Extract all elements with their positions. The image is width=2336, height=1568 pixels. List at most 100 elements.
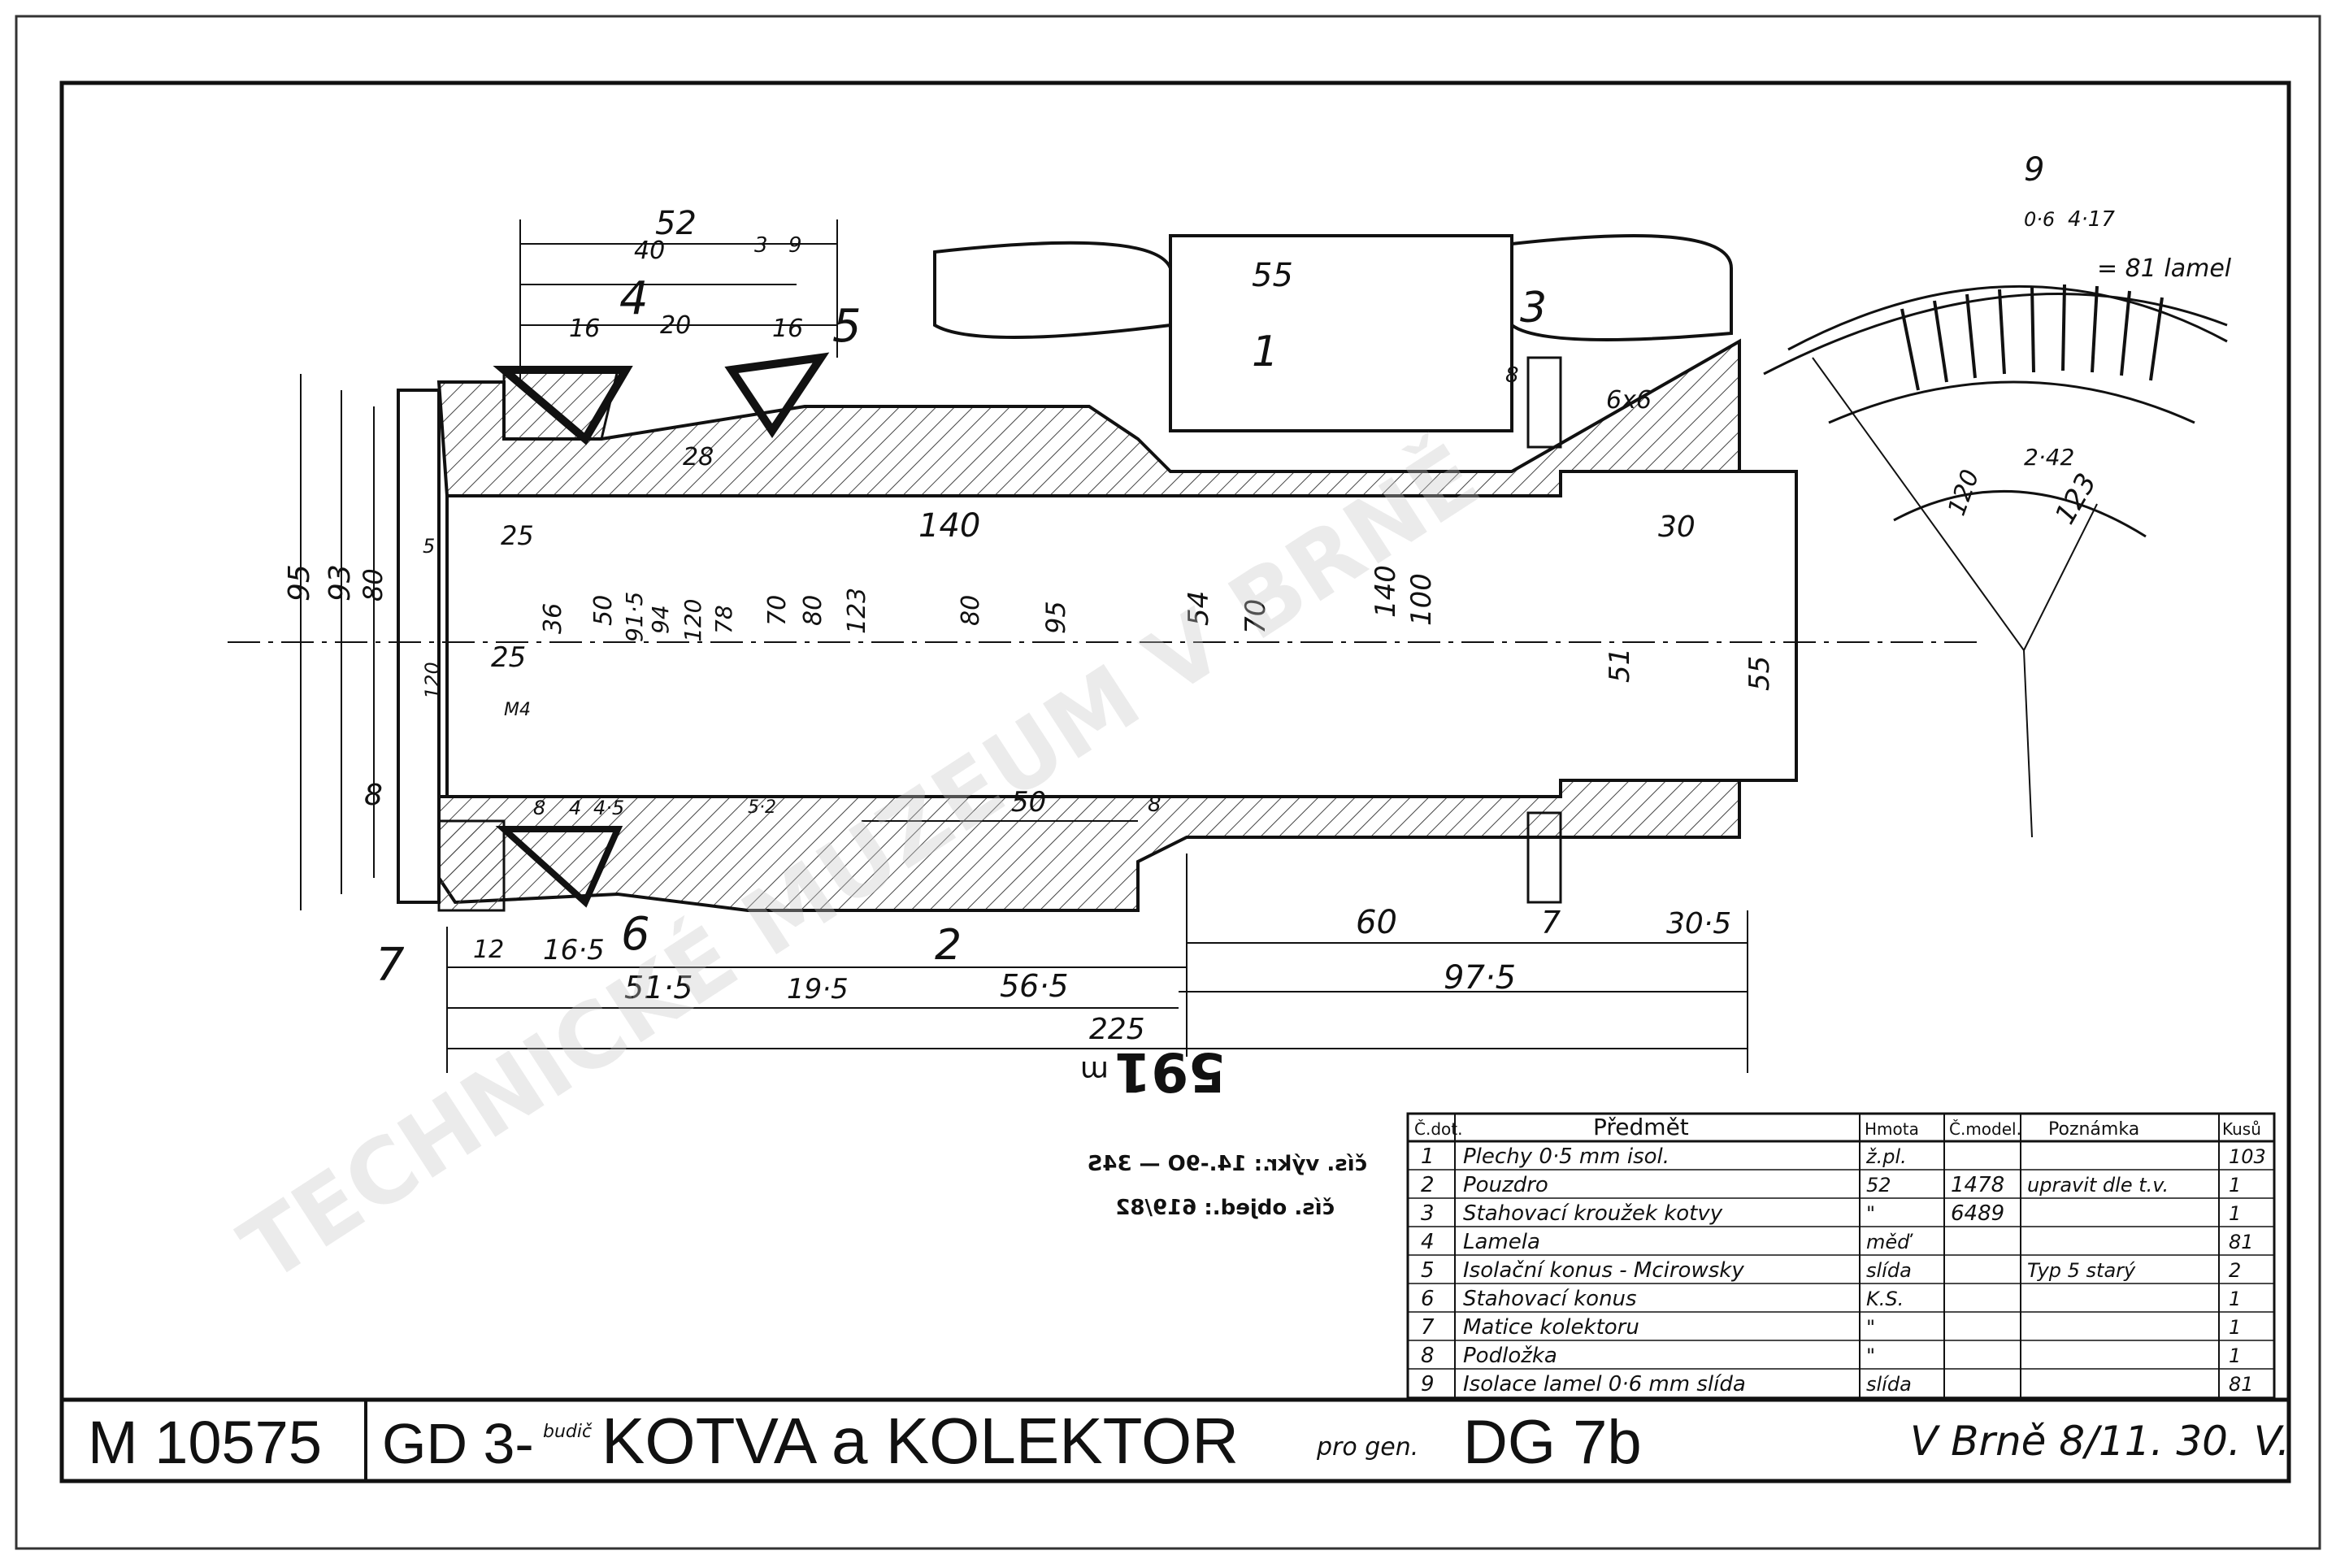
header-pos: Č.dot. bbox=[1414, 1119, 1462, 1139]
dimension-lines bbox=[300, 219, 1748, 1073]
title-pro: pro gen. bbox=[1316, 1433, 1418, 1462]
outer-border bbox=[15, 15, 2321, 1550]
dim-52: 52 bbox=[655, 205, 697, 242]
table-cell: Isolace lamel 0·6 mm slída bbox=[1463, 1372, 1746, 1396]
upper-body bbox=[436, 338, 1741, 497]
table-cell: Plechy 0·5 mm isol. bbox=[1463, 1145, 1670, 1169]
dim-8: 8 bbox=[1505, 363, 1519, 388]
table-cell: Stahovací kroužek kotvy bbox=[1463, 1201, 1723, 1226]
dim-b7: 7 bbox=[1541, 905, 1561, 940]
stamp-sub: m bbox=[1080, 1054, 1109, 1088]
dim-b195: 19·5 bbox=[787, 973, 849, 1006]
table-cell: Podložka bbox=[1463, 1344, 1557, 1368]
table-cell: slída bbox=[1866, 1373, 1912, 1396]
table-cell: 1 bbox=[2229, 1174, 2241, 1197]
dim-78: 78 bbox=[710, 605, 737, 634]
part-label-7: 7 bbox=[376, 939, 405, 992]
seg-dim-242: 2·42 bbox=[2024, 444, 2074, 471]
table-cell: 6489 bbox=[1951, 1201, 2004, 1226]
dim-25a: 25 bbox=[501, 520, 534, 551]
dim-5: 5 bbox=[423, 535, 435, 558]
dim-28: 28 bbox=[683, 443, 714, 471]
dim-20: 20 bbox=[660, 311, 691, 340]
dimension-texts: 52 40 3 9 16 20 16 55 28 25 140 30 95 93… bbox=[283, 205, 1776, 1046]
table-cell: 3 bbox=[1421, 1201, 1435, 1226]
table-cell: 2 bbox=[2229, 1259, 2241, 1282]
dim-8e: 8 bbox=[1148, 793, 1161, 817]
seg-label-9: 9 bbox=[2024, 151, 2044, 189]
segment-labels: 9 0·6 4·17 = 81 lamel 2·42 123 120 bbox=[1943, 151, 2232, 530]
dim-123: 123 bbox=[843, 588, 871, 634]
dim-70: 70 bbox=[763, 595, 792, 626]
table-cell: 9 bbox=[1421, 1372, 1435, 1396]
table-cell: Typ 5 starý bbox=[2027, 1259, 2136, 1282]
dim-b565: 56·5 bbox=[1000, 968, 1069, 1004]
table-cell: Lamela bbox=[1463, 1230, 1540, 1254]
table-cell: " bbox=[1866, 1202, 1875, 1225]
title-small: budič bbox=[543, 1422, 593, 1442]
segment-sketch bbox=[1763, 284, 2228, 838]
title-model: DG 7b bbox=[1463, 1408, 1642, 1477]
dim-16b: 16 bbox=[772, 315, 803, 343]
dim-40: 40 bbox=[634, 237, 665, 265]
table-cell: 1 bbox=[1421, 1145, 1435, 1169]
part-label-5: 5 bbox=[832, 300, 862, 353]
dim-4: 4 bbox=[569, 797, 581, 819]
dim-51: 51 bbox=[1604, 648, 1636, 683]
table-cell: 52 bbox=[1866, 1174, 1891, 1197]
dim-54: 54 bbox=[1183, 591, 1215, 626]
drawing-number: M 10575 bbox=[88, 1409, 322, 1476]
table-cell: ž.pl. bbox=[1865, 1145, 1907, 1168]
dim-16a: 16 bbox=[569, 315, 600, 343]
lamination-stack bbox=[1169, 234, 1513, 432]
table-cell: 1478 bbox=[1951, 1173, 2004, 1197]
dim-91: 91·5 bbox=[621, 592, 648, 642]
table-cell: 4 bbox=[1421, 1230, 1435, 1254]
table-cell: 103 bbox=[2229, 1145, 2266, 1168]
dim-b165: 16·5 bbox=[543, 934, 605, 966]
seg-dim-120: 120 bbox=[1943, 466, 1985, 519]
dim-50b: 50 bbox=[1011, 786, 1046, 819]
dim-b12: 12 bbox=[473, 936, 504, 964]
seg-dim-123: 123 bbox=[2048, 468, 2103, 530]
header-qty: Kusů bbox=[2222, 1119, 2261, 1139]
part-label-6: 6 bbox=[621, 908, 650, 961]
table-cell: Stahovací konus bbox=[1463, 1287, 1637, 1311]
dim-140b: 140 bbox=[1370, 565, 1402, 618]
armature-section bbox=[228, 234, 1983, 912]
table-cell: 5 bbox=[1421, 1258, 1435, 1283]
dim-M4: M4 bbox=[504, 700, 531, 720]
part-label-4: 4 bbox=[619, 272, 649, 325]
dim-95: 95 bbox=[283, 564, 316, 602]
parts-table: Č.dot. Předmět Hmota Č.model. Poznámka K… bbox=[1406, 1112, 2276, 1401]
table-cell: 1 bbox=[2229, 1202, 2241, 1225]
dim-55: 55 bbox=[1252, 257, 1293, 294]
stamp-number: 591 bbox=[1114, 1040, 1226, 1103]
table-cell: 2 bbox=[1421, 1173, 1435, 1197]
seg-dim-06: 0·6 bbox=[2024, 208, 2055, 231]
lower-body bbox=[437, 779, 1741, 912]
table-cell: 81 bbox=[2229, 1373, 2254, 1396]
header-item: Předmět bbox=[1593, 1114, 1689, 1140]
dim-b305: 30·5 bbox=[1666, 907, 1731, 940]
dim-50: 50 bbox=[589, 595, 618, 626]
dim-52b: 5·2 bbox=[748, 797, 776, 818]
dim-6x6: 6x6 bbox=[1606, 386, 1652, 415]
table-cell: měď bbox=[1866, 1231, 1913, 1253]
part-label-3: 3 bbox=[1520, 284, 1547, 332]
table-cell: 1 bbox=[2229, 1288, 2241, 1310]
signature: V Brně 8/11. 30. V. bbox=[1910, 1418, 2290, 1465]
inner-border bbox=[59, 80, 2291, 1483]
table-cell: upravit dle t.v. bbox=[2027, 1174, 2169, 1197]
table-cell: " bbox=[1866, 1344, 1875, 1367]
dim-94: 94 bbox=[647, 605, 674, 634]
part-labels: 1 2 3 4 5 6 7 bbox=[376, 272, 1547, 992]
header-model: Č.model. bbox=[1949, 1119, 2021, 1139]
table-cell: Pouzdro bbox=[1463, 1173, 1548, 1197]
dim-120: 120 bbox=[680, 599, 706, 642]
dim-55b: 55 bbox=[1743, 656, 1776, 691]
part-label-2: 2 bbox=[935, 921, 962, 970]
dim-b515: 51·5 bbox=[624, 970, 693, 1006]
